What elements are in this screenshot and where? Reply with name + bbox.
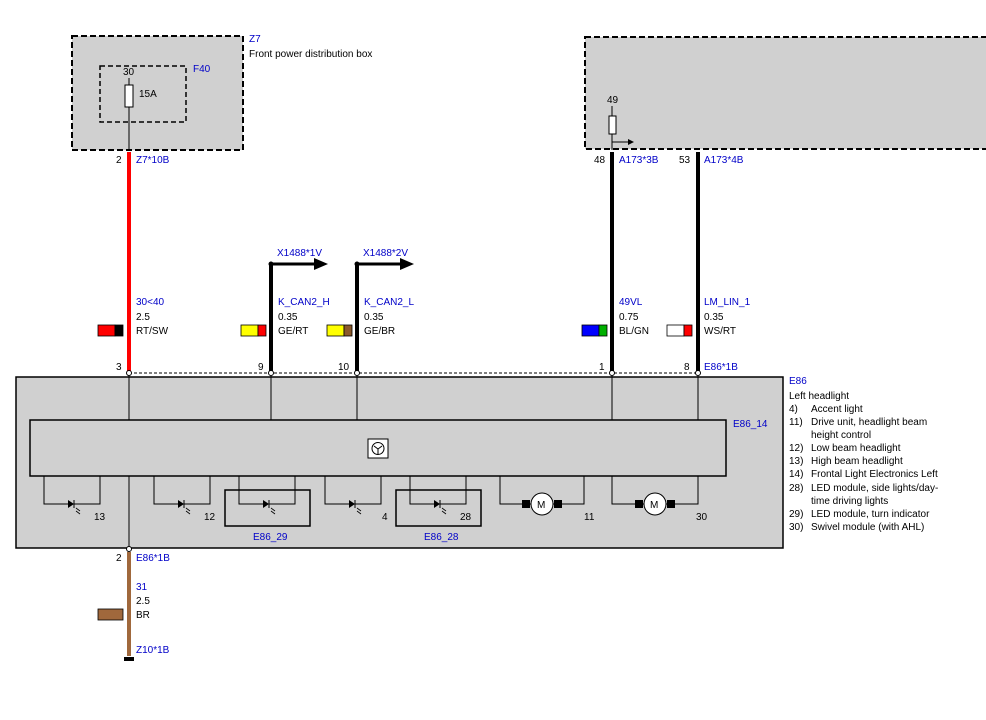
legend-num: 11)	[789, 417, 803, 428]
e86-29-label: E86_29	[253, 532, 288, 543]
legend-num: 29)	[789, 509, 803, 520]
svg-text:M: M	[537, 500, 545, 511]
legend-text: height control	[811, 430, 871, 441]
wire-signal: K_CAN2_L	[364, 297, 414, 308]
legend-text: LED module, side lights/day-	[811, 483, 938, 494]
wire-size: 0.35	[704, 312, 724, 323]
a173-conn-3b: A173*3B	[619, 155, 659, 166]
component-30: 30	[696, 512, 708, 523]
arrow-right-icon	[314, 258, 328, 270]
a173-conn-4b: A173*4B	[704, 155, 744, 166]
e86-29-box	[224, 489, 311, 527]
fuse-id: F40	[193, 64, 211, 75]
component-28: 28	[460, 512, 472, 523]
legend-num: 14)	[789, 469, 803, 480]
wire-color: WS/RT	[704, 326, 736, 337]
wire-label-4: LM_LIN_1 0.35 WS/RT	[666, 297, 751, 337]
module-pin-49: 49	[607, 95, 619, 106]
legend-num: 13)	[789, 456, 803, 467]
fuse-symbol	[124, 84, 134, 108]
a173-pin-53: 53	[679, 155, 691, 166]
ground-size: 2.5	[136, 596, 150, 607]
e86-28-box	[395, 489, 482, 527]
legend-text: High beam headlight	[811, 456, 903, 467]
led-icon	[263, 500, 276, 515]
z7-name: Front power distribution box	[249, 49, 372, 60]
e86-legend: 4) Accent light 11) Drive unit, headlight …	[789, 404, 938, 533]
pin-label: 9	[258, 362, 264, 373]
e86-14-label: E86_14	[733, 419, 768, 430]
wire-size: 0.35	[278, 312, 298, 323]
legend-num: 30)	[789, 522, 803, 533]
ground-color: BR	[136, 610, 150, 621]
z7-id: Z7	[249, 34, 261, 45]
e86-name: Left headlight	[789, 391, 849, 402]
svg-text:M: M	[650, 500, 658, 511]
e86-conn-top: E86*1B	[704, 362, 738, 373]
z7-conn: Z7*10B	[136, 155, 170, 166]
fuse-pin: 30	[123, 67, 135, 78]
legend-text: LED module, turn indicator	[811, 509, 930, 520]
module-box-right	[584, 36, 986, 150]
led-icon	[434, 500, 447, 515]
motor-icon: M	[635, 492, 675, 516]
wire-label-0: 30<40 2.5 RT/SW	[97, 297, 169, 337]
wire-size: 0.75	[619, 312, 639, 323]
ground-signal: 31	[136, 582, 148, 593]
ground-arrow-icon	[628, 139, 634, 145]
pin-label: 8	[684, 362, 690, 373]
resistor-symbol	[608, 115, 617, 135]
led-icon	[349, 500, 362, 515]
fuse-box	[99, 65, 187, 123]
wire-color: GE/BR	[364, 326, 395, 337]
component-11: 11	[584, 512, 595, 523]
component-13: 13	[94, 512, 106, 523]
led-icon	[178, 500, 191, 515]
led-icon	[68, 500, 81, 515]
fuse-rating: 15A	[139, 89, 157, 100]
legend-num: 4)	[789, 404, 798, 415]
legend-text: Swivel module (with AHL)	[811, 522, 924, 533]
wire-color: RT/SW	[136, 326, 169, 337]
ground-color-swatch	[97, 608, 124, 621]
component-12: 12	[204, 512, 216, 523]
arrow-right-icon	[400, 258, 414, 270]
wire-signal: 49VL	[619, 297, 643, 308]
pin-label: 1	[599, 362, 605, 373]
pin-label: 10	[338, 362, 350, 373]
component-4: 4	[382, 512, 388, 523]
arrow-label-left: X1488*1V	[277, 248, 322, 259]
arrow-label-right: X1488*2V	[363, 248, 408, 259]
z7-pin: 2	[116, 155, 122, 166]
a173-pin-48: 48	[594, 155, 606, 166]
wire-size: 2.5	[136, 312, 150, 323]
legend-num: 12)	[789, 443, 803, 454]
legend-text: time driving lights	[811, 496, 888, 507]
e86-28-label: E86_28	[424, 532, 459, 543]
legend-num: 28)	[789, 483, 803, 494]
wire-color: GE/RT	[278, 326, 308, 337]
z7-box	[71, 35, 244, 151]
wire-signal: LM_LIN_1	[704, 297, 751, 308]
pin-label: 3	[116, 362, 122, 373]
legend-text: Accent light	[811, 404, 863, 415]
legend-text: Frontal Light Electronics Left	[811, 469, 938, 480]
wire-size: 0.35	[364, 312, 384, 323]
wire-label-3: 49VL 0.75 BL/GN	[581, 297, 649, 337]
wire-label-2: K_CAN2_L 0.35 GE/BR	[326, 297, 414, 337]
ground-end: Z10*1B	[136, 645, 170, 656]
ground-pin: 2	[116, 553, 122, 564]
wire-color: BL/GN	[619, 326, 649, 337]
legend-text: Low beam headlight	[811, 443, 901, 454]
control-unit-icon	[367, 438, 389, 459]
wire-signal: K_CAN2_H	[278, 297, 330, 308]
wire-label-1: K_CAN2_H 0.35 GE/RT	[240, 297, 330, 337]
motor-icon: M	[522, 492, 562, 516]
legend-text: Drive unit, headlight beam	[811, 417, 927, 428]
e86-id: E86	[789, 376, 807, 387]
wire-signal: 30<40	[136, 297, 165, 308]
ground-conn: E86*1B	[136, 553, 170, 564]
ground-terminal-icon	[124, 657, 134, 661]
